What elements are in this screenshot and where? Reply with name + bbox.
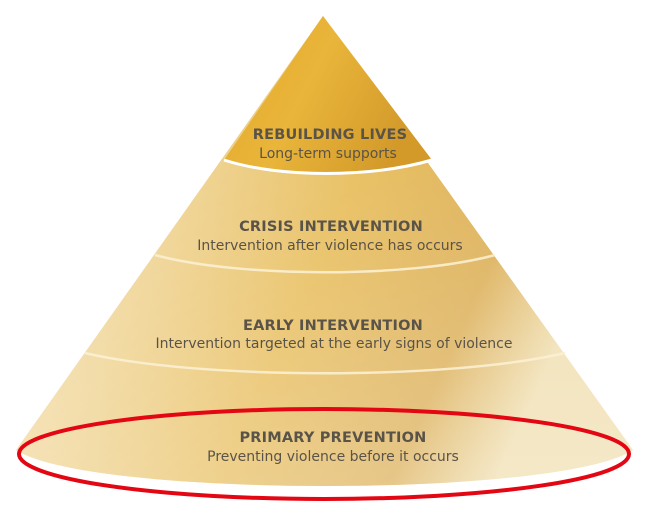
separator-lower bbox=[84, 351, 566, 375]
tier-early-intervention: EARLY INTERVENTION Intervention targeted… bbox=[156, 318, 513, 352]
tier-title: CRISIS INTERVENTION bbox=[239, 219, 423, 235]
tier-subtitle: Long-term supports bbox=[259, 146, 397, 162]
pyramid-body bbox=[16, 16, 633, 486]
tier-title: PRIMARY PREVENTION bbox=[239, 430, 426, 446]
tier-top-fill bbox=[224, 16, 432, 174]
tier-subtitle: Intervention after violence has occurs bbox=[197, 238, 462, 254]
separator-top bbox=[223, 158, 433, 175]
cone-shade bbox=[16, 16, 633, 486]
highlight-ellipse bbox=[17, 407, 631, 501]
tier-separators bbox=[84, 158, 566, 375]
tier-subtitle: Intervention targeted at the early signs… bbox=[156, 336, 513, 352]
tier-title: EARLY INTERVENTION bbox=[243, 318, 423, 334]
tier-rebuilding-lives: REBUILDING LIVES Long-term supports bbox=[253, 127, 407, 162]
tier-subtitle: Preventing violence before it occurs bbox=[207, 449, 459, 465]
tier-title: REBUILDING LIVES bbox=[253, 127, 407, 143]
tier-crisis-intervention: CRISIS INTERVENTION Intervention after v… bbox=[197, 219, 462, 254]
tier-primary-prevention: PRIMARY PREVENTION Preventing violence b… bbox=[207, 430, 459, 465]
separator-upper bbox=[154, 253, 496, 274]
